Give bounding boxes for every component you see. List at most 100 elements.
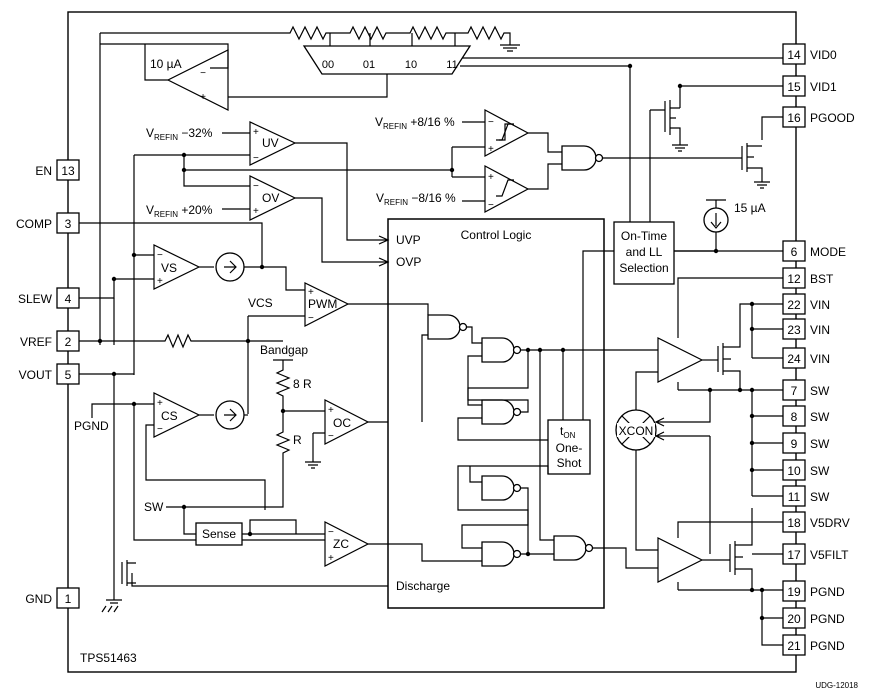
svg-text:8: 8: [791, 410, 798, 424]
svg-text:VID1: VID1: [810, 80, 837, 94]
svg-text:−: −: [253, 153, 259, 164]
svg-text:PGOOD: PGOOD: [810, 111, 855, 125]
svg-text:19: 19: [787, 585, 801, 599]
lowside-and-gate: [553, 535, 594, 561]
pin-v5filt: 17 V5FILT: [782, 543, 849, 565]
pin-sw-8: 8 SW: [782, 405, 830, 427]
svg-text:10: 10: [787, 464, 801, 478]
pwm-comparator: + − PWM: [304, 282, 350, 327]
pgood-open-drain-transistor: [603, 116, 783, 189]
svg-text:+: +: [157, 398, 163, 409]
svg-text:13: 13: [61, 164, 75, 178]
pgood-high-comparator: − +: [484, 108, 530, 158]
pin-vid1: 15 VID1: [782, 75, 837, 97]
sense-label: Sense: [202, 527, 236, 541]
oc-label: OC: [333, 416, 351, 430]
svg-text:SW: SW: [810, 384, 830, 398]
svg-text:12: 12: [787, 272, 801, 286]
latch-nand-top: [481, 337, 522, 363]
pwm-and-gate: [427, 314, 468, 340]
svg-text:20: 20: [787, 612, 801, 626]
svg-text:VIN: VIN: [810, 323, 830, 337]
svg-text:tON: tON: [560, 424, 576, 440]
svg-text:9: 9: [791, 437, 798, 451]
pin-vin-23: 23 VIN: [782, 318, 830, 340]
vid-resistor-ladder: [100, 25, 520, 52]
svg-text:−: −: [328, 431, 334, 442]
svg-text:+: +: [253, 206, 259, 217]
svg-text:SLEW: SLEW: [18, 292, 53, 306]
pin-v5drv: 18 V5DRV: [782, 511, 850, 533]
latch-nand-bottom: [481, 399, 522, 425]
vs-label: VS: [161, 261, 177, 275]
svg-text:VREF: VREF: [20, 335, 52, 349]
uv-ref-label: VREFIN −32%: [146, 126, 213, 142]
vcs-label: VCS: [248, 296, 273, 310]
svg-text:+: +: [200, 92, 206, 103]
pin-vid0: 14 VID0: [782, 43, 837, 65]
control-logic-title: Control Logic: [461, 228, 532, 242]
svg-text:14: 14: [787, 48, 801, 62]
svg-text:16: 16: [787, 111, 801, 125]
svg-text:11: 11: [788, 490, 801, 504]
pin-vin-22: 22 VIN: [782, 293, 830, 315]
on-time-ll-selection-block: On-Time and LL Selection: [613, 221, 675, 285]
svg-text:VIN: VIN: [810, 298, 830, 312]
zc-label: ZC: [333, 537, 349, 551]
svg-text:01: 01: [363, 59, 375, 71]
sw-input-label: SW: [144, 500, 164, 514]
low-side-fet: [729, 508, 753, 590]
bandgap-label: Bandgap: [260, 343, 308, 357]
discharge-transistor: [101, 560, 388, 613]
discharge-label: Discharge: [396, 579, 450, 593]
pin-slew: 4 SLEW: [18, 287, 80, 309]
pwm-label: PWM: [308, 297, 337, 311]
pin-pgood: 16 PGOOD: [782, 106, 855, 128]
svg-text:BST: BST: [810, 272, 834, 286]
xcon-label: XCON: [619, 424, 654, 438]
high-side-driver: [657, 337, 704, 383]
svg-text:V5FILT: V5FILT: [810, 548, 849, 562]
pin-vref: 2 VREF: [20, 330, 80, 352]
uv-comparator: + − UV: [249, 121, 297, 166]
svg-text:+: +: [157, 276, 163, 287]
svg-text:−: −: [157, 250, 163, 261]
svg-text:V5DRV: V5DRV: [810, 516, 850, 530]
svg-text:1: 1: [65, 592, 72, 606]
svg-text:3: 3: [65, 217, 72, 231]
pin-vin-24: 24 VIN: [782, 347, 830, 369]
pin-pgnd-19: 19 PGND: [782, 580, 845, 602]
svg-text:21: 21: [787, 639, 801, 653]
svg-text:EN: EN: [35, 164, 52, 178]
svg-text:PGND: PGND: [810, 639, 845, 653]
ov-comparator: − + OV: [249, 175, 297, 221]
ic-package-outline: [67, 11, 797, 673]
svg-text:+: +: [253, 127, 259, 138]
ov-label: OV: [262, 191, 279, 205]
resistor-r-label: R: [293, 433, 302, 447]
cs-amplifier: + − CS: [153, 392, 201, 438]
svg-text:17: 17: [787, 548, 801, 562]
svg-text:−: −: [328, 527, 334, 538]
svg-text:−: −: [253, 181, 259, 192]
svg-text:2: 2: [65, 335, 72, 349]
svg-text:7: 7: [791, 384, 798, 398]
svg-text:22: 22: [787, 298, 801, 312]
svg-text:MODE: MODE: [810, 245, 846, 259]
svg-text:VID0: VID0: [810, 48, 837, 62]
pin-sw-9: 9 SW: [782, 432, 830, 454]
drawing-id: UDG-12018: [815, 681, 858, 690]
svg-text:SW: SW: [810, 464, 830, 478]
svg-text:PGND: PGND: [810, 612, 845, 626]
zc-and-gate-bottom: [481, 541, 522, 567]
low-side-driver: [657, 537, 704, 583]
xcon-cross-conduction-block: XCON: [615, 409, 657, 451]
svg-text:4: 4: [65, 292, 72, 306]
pin-comp: 3 COMP: [16, 212, 80, 234]
part-number: TPS51463: [80, 651, 137, 665]
zc-comparator: − + ZC: [324, 521, 370, 567]
svg-text:6: 6: [791, 245, 798, 259]
ov-ref-label: VREFIN +20%: [146, 203, 213, 219]
svg-text:+: +: [328, 553, 334, 564]
svg-text:00: 00: [322, 59, 334, 71]
